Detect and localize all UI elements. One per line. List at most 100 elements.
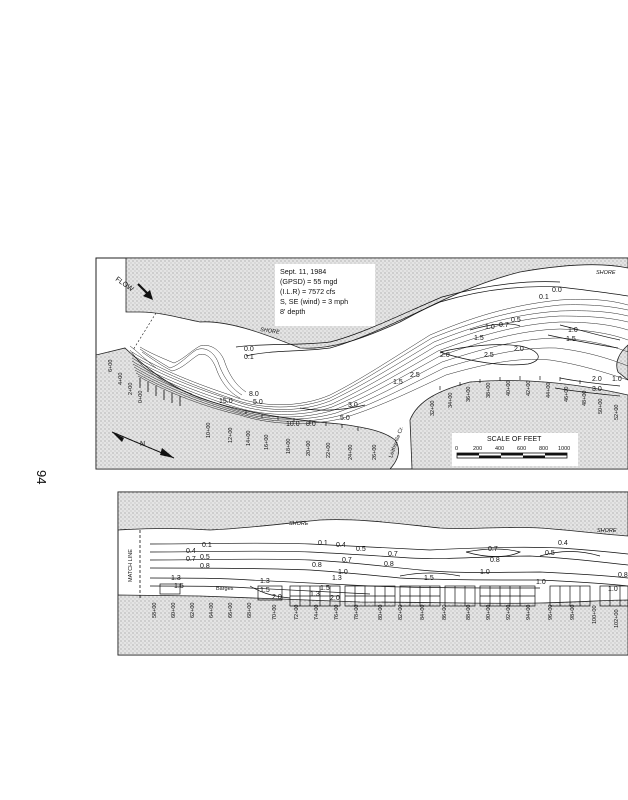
station-label: 82+00 bbox=[398, 605, 404, 620]
station-label: 24+00 bbox=[348, 445, 354, 460]
contour-label: 2.5 bbox=[410, 372, 420, 379]
station-label: 4+00 bbox=[118, 373, 124, 385]
station-label: 40+00 bbox=[506, 381, 512, 396]
contour-label: 0.8 bbox=[384, 561, 394, 568]
contour-label: 5.0 bbox=[340, 415, 350, 422]
contour-label: 1.3 bbox=[171, 575, 181, 582]
upper-shore-land bbox=[125, 258, 628, 349]
contour-label: 15.0 bbox=[219, 398, 233, 405]
contour-label: 2.0 bbox=[514, 346, 524, 353]
scale-tick: 800 bbox=[539, 446, 548, 452]
plume-contours bbox=[129, 299, 628, 424]
north-arrow-icon: N bbox=[111, 431, 175, 459]
station-label: 18+00 bbox=[286, 439, 292, 454]
contour-label: 0.8 bbox=[618, 572, 628, 579]
match-line-label: MATCH LINE bbox=[128, 549, 134, 582]
info-line: 8' depth bbox=[280, 307, 305, 316]
contour-label: 0.0 bbox=[244, 346, 254, 353]
station-label: 46+00 bbox=[564, 387, 570, 402]
contour-label: 1.3 bbox=[332, 575, 342, 582]
station-label: 44+00 bbox=[546, 383, 552, 398]
info-line: Sept. 11, 1984 bbox=[280, 267, 326, 276]
contour-label: 2.5 bbox=[484, 352, 494, 359]
top-map-panel: 0.0 0.1 0.0 0.1 1.0 0.7 0.5 1.5 1.0 1.5 … bbox=[95, 257, 628, 470]
shore-label: SHORE bbox=[260, 327, 281, 336]
contour-label: 0.8 bbox=[490, 557, 500, 564]
contour-label: 0.8 bbox=[200, 563, 210, 570]
contour-label: 10.0 bbox=[286, 421, 300, 428]
station-label: 16+00 bbox=[264, 435, 270, 450]
station-label: 42+00 bbox=[526, 381, 532, 396]
scale-tick: 600 bbox=[517, 446, 526, 452]
station-label: 48+00 bbox=[582, 391, 588, 406]
barges-label: Barges bbox=[216, 586, 234, 592]
station-label: 0+00 bbox=[138, 391, 144, 403]
contour-label: 8.0 bbox=[306, 421, 316, 428]
station-label: 52+00 bbox=[614, 405, 620, 420]
outer-contours bbox=[235, 281, 628, 411]
contour-label: 0.5 bbox=[545, 550, 555, 557]
station-label: 70+00 bbox=[272, 605, 278, 620]
contour-label: 3.0 bbox=[348, 402, 358, 409]
shore-label: SHORE bbox=[596, 270, 616, 276]
scale-bar: SCALE OF FEET 0 200 400 600 800 1000 bbox=[452, 433, 578, 466]
flow-arrow-icon bbox=[143, 290, 153, 300]
contour-label: 2.0 bbox=[440, 352, 450, 359]
contour-label: 0.7 bbox=[488, 546, 498, 553]
station-label: 34+00 bbox=[448, 393, 454, 408]
station-label: 66+00 bbox=[228, 603, 234, 618]
contour-label: 0.4 bbox=[336, 542, 346, 549]
shore-label: SHORE bbox=[289, 521, 309, 527]
contour-label: 0.5 bbox=[511, 317, 521, 324]
contour-label: 0.1 bbox=[318, 540, 328, 547]
contour-label: 1.0 bbox=[612, 376, 622, 383]
scale-title: SCALE OF FEET bbox=[487, 436, 542, 443]
bank-ticks bbox=[245, 376, 581, 431]
contour-label: 5.0 bbox=[253, 399, 263, 406]
scale-tick: 0 bbox=[455, 446, 458, 452]
contour-label: 1.3 bbox=[310, 591, 320, 598]
contour-label: 1.5 bbox=[320, 585, 330, 592]
contour-label: 1.0 bbox=[568, 327, 578, 334]
station-label: 86+00 bbox=[442, 605, 448, 620]
contour-label: 0.8 bbox=[312, 562, 322, 569]
north-label: N bbox=[140, 441, 145, 448]
info-line: S, SE (wind) = 3 mph bbox=[280, 297, 348, 306]
contour-label: 0.1 bbox=[539, 294, 549, 301]
contour-label: 0.4 bbox=[186, 548, 196, 555]
station-label: 80+00 bbox=[378, 605, 384, 620]
contour-label: 2.0 bbox=[592, 376, 602, 383]
station-label: 32+00 bbox=[430, 401, 436, 416]
station-label: 26+00 bbox=[372, 445, 378, 460]
station-label: 62+00 bbox=[190, 603, 196, 618]
station-label: 64+00 bbox=[209, 603, 215, 618]
contour-label: 1.3 bbox=[260, 578, 270, 585]
station-label: 6+00 bbox=[108, 360, 114, 372]
contour-label: 0.4 bbox=[558, 540, 568, 547]
bottom-stations: 58+00 60+00 62+00 64+00 66+00 68+00 70+0… bbox=[152, 603, 620, 628]
station-label: 50+00 bbox=[598, 399, 604, 414]
info-line: (I.L.R) = 7572 cfs bbox=[280, 287, 336, 296]
contour-label: 0.1 bbox=[202, 542, 212, 549]
scale-tick: 200 bbox=[473, 446, 482, 452]
station-label: 102+00 bbox=[614, 609, 620, 628]
contour-label: 1.0 bbox=[536, 579, 546, 586]
contour-label: 1.5 bbox=[474, 335, 484, 342]
contour-labels: 0.0 0.1 0.0 0.1 1.0 0.7 0.5 1.5 1.0 1.5 … bbox=[219, 287, 622, 428]
scale-tick: 1000 bbox=[558, 446, 570, 452]
station-label: 96+00 bbox=[548, 605, 554, 620]
contour-label: 3.0 bbox=[592, 386, 602, 393]
station-label: 78+00 bbox=[354, 605, 360, 620]
upper-shore-land bbox=[118, 492, 628, 537]
station-label: 20+00 bbox=[306, 441, 312, 456]
contour-label: 0.0 bbox=[552, 287, 562, 294]
right-tip-land bbox=[616, 344, 628, 381]
contour-label: 0.7 bbox=[388, 551, 398, 558]
contour-label: 1.0 bbox=[485, 324, 495, 331]
contour-label: 1.5 bbox=[393, 379, 403, 386]
station-label: 94+00 bbox=[526, 605, 532, 620]
station-label: 36+00 bbox=[466, 387, 472, 402]
contour-label: 0.7 bbox=[186, 556, 196, 563]
station-label: 38+00 bbox=[486, 383, 492, 398]
station-label: 14+00 bbox=[246, 431, 252, 446]
